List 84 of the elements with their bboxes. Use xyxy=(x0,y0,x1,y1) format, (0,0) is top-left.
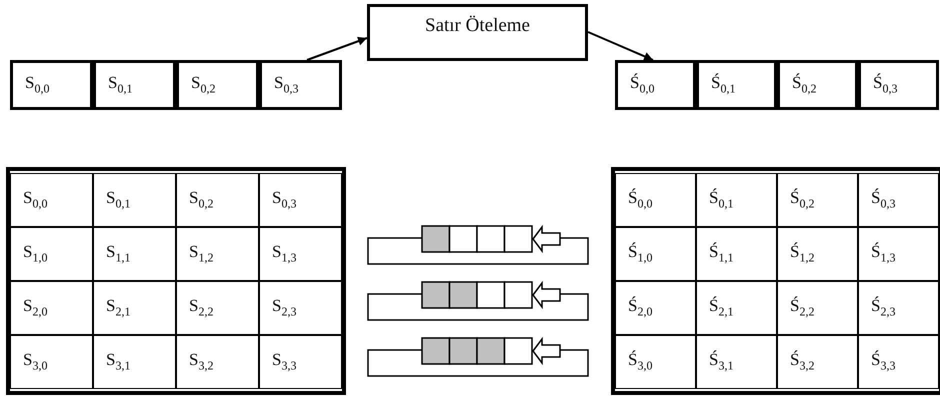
arrow xyxy=(306,36,368,61)
cell-text: S$_{3,0}$ xyxy=(23,350,48,374)
cell-text: S$_{0,1}$ xyxy=(108,73,132,97)
arrow xyxy=(588,31,654,61)
table-cell xyxy=(176,281,259,335)
table-cell xyxy=(10,173,93,227)
table-cell xyxy=(858,281,939,335)
table-cell xyxy=(259,227,342,281)
table-cell xyxy=(696,227,777,281)
process-box xyxy=(367,4,588,61)
cell-text: S$_{0,2}$ xyxy=(191,73,216,97)
table-cell xyxy=(777,227,858,281)
cell-text: Ś$_{1,0}$ xyxy=(628,242,652,266)
cell-text: Ś$_{2,0}$ xyxy=(628,296,652,320)
cell-text: S$_{2,2}$ xyxy=(189,296,214,320)
table-cell xyxy=(259,281,342,335)
table-cell xyxy=(696,281,777,335)
cell-text: S$_{1,2}$ xyxy=(189,242,214,266)
cell-text: S$_{0,0}$ xyxy=(25,73,50,97)
cell-text: S$_{0,1}$ xyxy=(106,188,130,212)
cell-text: Ś$_{1,1}$ xyxy=(709,242,734,266)
table-cell xyxy=(777,60,858,110)
cell-text: Ś$_{3,1}$ xyxy=(709,350,734,374)
table-cell xyxy=(858,335,939,389)
cell-text: S$_{0,3}$ xyxy=(274,73,298,97)
table-cell xyxy=(93,227,176,281)
box-label: Satır Öteleme xyxy=(425,14,530,36)
cell-text: S$_{1,3}$ xyxy=(272,242,296,266)
table-cell xyxy=(696,335,777,389)
cell-text: S$_{0,0}$ xyxy=(23,188,48,212)
cell-text: S$_{1,1}$ xyxy=(106,242,130,266)
table-cell xyxy=(176,173,259,227)
table-cell xyxy=(259,60,342,110)
cell-text: Ś$_{1,2}$ xyxy=(790,242,814,266)
table-cell xyxy=(777,335,858,389)
table-cell xyxy=(696,173,777,227)
table-cell xyxy=(93,281,176,335)
cell-text: Ś$_{0,1}$ xyxy=(709,188,734,212)
table-cell xyxy=(858,227,939,281)
cell-text: Ś$_{0,2}$ xyxy=(792,73,816,97)
cell-text: Ś$_{0,1}$ xyxy=(711,73,736,97)
cell-text: S$_{0,2}$ xyxy=(189,188,214,212)
cell-text: S$_{2,3}$ xyxy=(272,296,296,320)
table-cell xyxy=(777,173,858,227)
cell-text: Ś$_{2,2}$ xyxy=(790,296,814,320)
cell-text: Ś$_{2,1}$ xyxy=(709,296,734,320)
cell-text: Ś$_{0,0}$ xyxy=(628,188,652,212)
cell-text: S$_{1,0}$ xyxy=(23,242,48,266)
cell-text: S$_{2,0}$ xyxy=(23,296,48,320)
cell-text: S$_{2,1}$ xyxy=(106,296,130,320)
cell-text: Ś$_{2,3}$ xyxy=(871,296,896,320)
table-cell xyxy=(858,173,939,227)
cell-text: Ś$_{1,3}$ xyxy=(871,242,896,266)
table-cell xyxy=(10,60,93,110)
cell-text: S$_{0,3}$ xyxy=(272,188,296,212)
cell-text: Ś$_{3,2}$ xyxy=(790,350,814,374)
table-cell xyxy=(176,227,259,281)
cell-text: Ś$_{0,2}$ xyxy=(790,188,814,212)
table-cell xyxy=(615,335,696,389)
table-cell xyxy=(777,281,858,335)
table-cell xyxy=(259,173,342,227)
table-cell xyxy=(10,227,93,281)
cell-text: Ś$_{3,0}$ xyxy=(628,350,652,374)
table-cell xyxy=(696,60,777,110)
table-cell xyxy=(615,281,696,335)
cell-text: S$_{3,2}$ xyxy=(189,350,214,374)
table-cell xyxy=(10,281,93,335)
table-cell xyxy=(93,173,176,227)
cell-text: Ś$_{0,3}$ xyxy=(873,73,898,97)
cell-text: S$_{3,1}$ xyxy=(106,350,130,374)
cell-text: S$_{3,3}$ xyxy=(272,350,296,374)
table-cell xyxy=(176,60,259,110)
table-cell xyxy=(259,335,342,389)
table-cell xyxy=(858,60,939,110)
table-cell xyxy=(93,335,176,389)
table-cell xyxy=(93,60,176,110)
cell-text: Ś$_{0,0}$ xyxy=(630,73,654,97)
cell-text: Ś$_{0,3}$ xyxy=(871,188,896,212)
cell-text: Ś$_{3,3}$ xyxy=(871,350,896,374)
table-cell xyxy=(176,335,259,389)
table-cell xyxy=(615,227,696,281)
table-cell xyxy=(10,335,93,389)
table-cell xyxy=(615,60,696,110)
table-cell xyxy=(615,173,696,227)
